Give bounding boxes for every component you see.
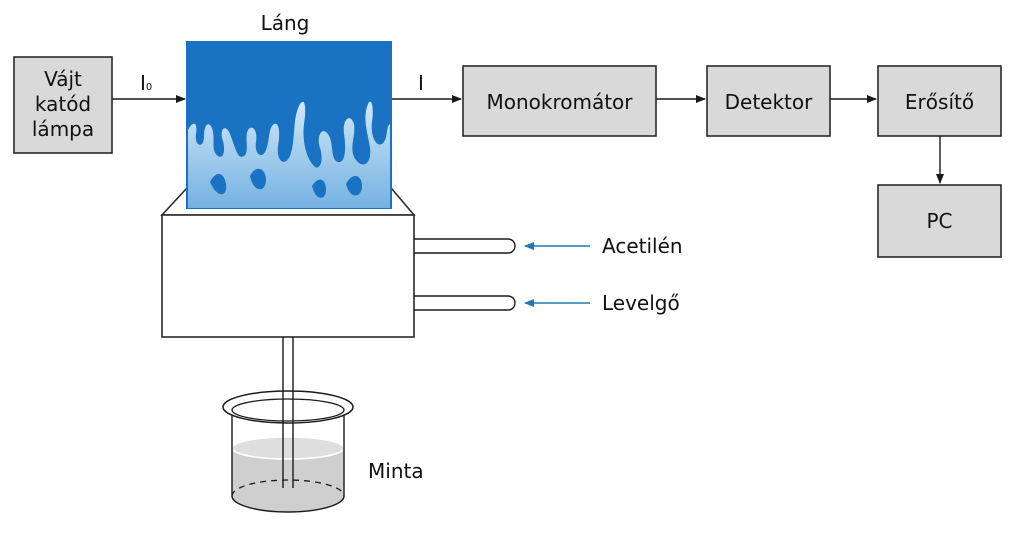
lamp-label-line-3: lámpa [32, 117, 94, 141]
amplifier-label: Erősítő [905, 90, 974, 114]
i0-label: I0 [140, 71, 152, 95]
flame-label: Láng [261, 11, 310, 35]
capillary-tube [282, 337, 294, 488]
air-inlet-tube [414, 295, 516, 311]
sample-label: Minta [368, 459, 424, 483]
pc-label: PC [926, 209, 952, 233]
lamp-label-line-2: katód [35, 92, 91, 116]
i0-subscript: 0 [146, 82, 152, 93]
lamp-box: Vájt katód lámpa [13, 56, 113, 154]
i0-main: I [140, 71, 146, 95]
amplifier-box: Erősítő [877, 65, 1002, 137]
lamp-label-line-1: Vájt [44, 67, 82, 91]
pc-box: PC [877, 184, 1002, 258]
i-label: I [418, 71, 424, 95]
sample-beaker [222, 390, 354, 513]
air-label: Levelgő [602, 291, 680, 315]
acetylene-inlet-tube [414, 238, 516, 254]
acetylene-label: Acetilén [602, 234, 683, 258]
detector-box: Detektor [706, 65, 831, 137]
flame [186, 41, 392, 209]
monochromator-label: Monokromátor [486, 90, 633, 114]
mixing-chamber [161, 214, 415, 338]
monochromator-box: Monokromátor [462, 65, 657, 137]
detector-label: Detektor [725, 90, 814, 114]
